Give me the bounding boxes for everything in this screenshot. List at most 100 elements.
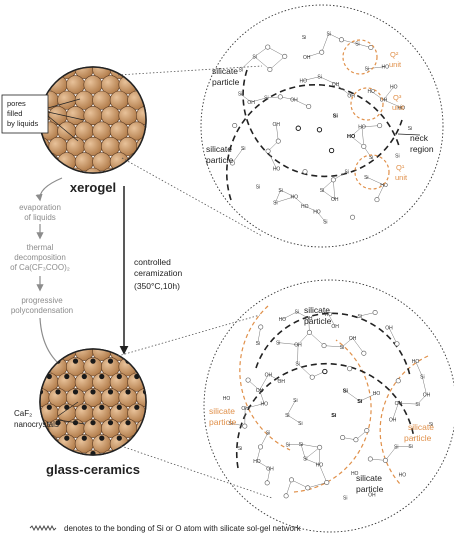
oxygen-atom: [324, 479, 330, 485]
oxygen-atom: [305, 485, 311, 491]
caf2-nanocrystal: [99, 435, 105, 441]
caf2-nanocrystal: [72, 389, 79, 395]
hydroxyl-group: OH: [247, 100, 255, 106]
caf2-nanocrystal: [90, 358, 96, 364]
oxygen-atom: [258, 444, 264, 450]
silicon-atom: Si: [238, 67, 242, 73]
oxygen-atom: [322, 368, 328, 375]
particle-sphere: [40, 434, 59, 454]
hydroxyl-group: OH: [349, 336, 357, 342]
silicon-atom: Si: [295, 361, 299, 367]
caf2-nanocrystal: [125, 420, 131, 426]
hydroxyl-group: OH: [331, 197, 339, 203]
hydroxyl-group: OH: [347, 94, 355, 100]
silicon-atom: Si: [420, 375, 424, 381]
oxygen-atom: [317, 444, 323, 450]
silicon-atom: Si: [278, 188, 282, 194]
caf2-nanocrystal: [55, 420, 61, 426]
svg-text:thermal: thermal: [27, 243, 54, 252]
particle-sphere: [40, 152, 59, 172]
glass-ceramics-zoom-panel: SiHOSiOHSiOHSiHOSiOHSiHOSiHOSiOHSiHOSiOH…: [117, 279, 454, 533]
hydroxyl-group: HO: [347, 134, 356, 140]
oxygen-atom: [368, 44, 374, 50]
caf2-nanocrystal: [107, 389, 114, 395]
hydroxyl-group: HO: [412, 359, 420, 365]
caf2-nanocrystal: [107, 420, 114, 426]
hydroxyl-group: OH: [303, 55, 311, 61]
oxygen-atom: [394, 341, 400, 347]
hydroxyl-group: HO: [373, 391, 381, 397]
caf2-nanocrystal: [116, 404, 122, 410]
svg-text:polycondensation: polycondensation: [11, 306, 73, 315]
caf2-nanocrystal: [81, 435, 87, 441]
silicon-atom: Si: [343, 389, 349, 395]
hydroxyl-group: OH: [389, 417, 397, 423]
oxygen-atom: [232, 122, 238, 128]
oxygen-atom: [367, 456, 373, 462]
silicon-atom: Si: [252, 54, 256, 60]
hydroxyl-group: OH: [266, 467, 274, 473]
oxygen-atom: [302, 169, 308, 175]
silicon-atom: Si: [266, 430, 270, 436]
caf2-nanocrystal: [72, 358, 79, 364]
caf2-nanocrystal: [46, 404, 52, 410]
oxygen-atom: [275, 138, 281, 144]
hydroxyl-group: OH: [241, 406, 249, 412]
silicon-atom: Si: [273, 200, 277, 206]
svg-text:particle: particle: [206, 155, 234, 165]
svg-text:progressive: progressive: [21, 296, 63, 305]
silicon-atom: Si: [256, 184, 260, 190]
oxygen-atom: [361, 350, 367, 356]
caf2-nanocrystal: [99, 373, 105, 380]
hydroxyl-group: HO: [260, 401, 268, 407]
silicon-atom: Si: [303, 457, 307, 463]
silicon-atom: Si: [364, 175, 368, 181]
silicon-atom: Si: [298, 421, 302, 427]
oxygen-atom: [321, 343, 327, 349]
svg-text:silicate: silicate: [212, 66, 238, 76]
caf2-nanocrystal: [64, 435, 70, 441]
silicon-atom: Si: [343, 496, 347, 502]
caf2-nanocrystal: [90, 420, 96, 426]
silicon-atom: Si: [238, 92, 242, 98]
caf2-nanocrystal: [55, 389, 61, 395]
glass-ceramics-label: glass-ceramics: [46, 462, 140, 477]
caf2-nanocrystal: [99, 404, 105, 410]
oxygen-atom: [364, 427, 370, 433]
oxygen-atom: [382, 457, 388, 463]
ceramization-arrow: controlled ceramization (350°C,10h): [119, 186, 182, 355]
silicon-atom: Si: [320, 188, 324, 194]
oxygen-atom: [277, 94, 283, 100]
silicon-atom: Si: [331, 413, 337, 419]
silicon-atom: Si: [293, 398, 297, 404]
oxygen-atom: [395, 378, 401, 384]
caf2-nanocrystal: [116, 435, 122, 441]
svg-text:unit: unit: [389, 60, 402, 69]
svg-text:(350°C,10h): (350°C,10h): [134, 281, 180, 291]
oxygen-atom: [361, 143, 367, 149]
oxygen-atom: [267, 67, 273, 73]
oxygen-atom: [258, 324, 264, 330]
oxygen-atom: [295, 125, 301, 131]
hydroxyl-group: OH: [290, 97, 298, 103]
hydroxyl-group: HO: [381, 64, 389, 70]
silicon-atom: Si: [340, 345, 344, 351]
silicon-atom: Si: [238, 446, 242, 452]
oxygen-atom: [328, 147, 335, 154]
hydroxyl-group: HO: [358, 125, 366, 131]
caf2-nanocrystal: [90, 389, 96, 395]
svg-text:CaF₂: CaF₂: [14, 409, 32, 418]
hydroxyl-group: OH: [385, 325, 393, 331]
silicon-atom: Si: [323, 220, 327, 226]
caf2-nanocrystal: [81, 404, 87, 410]
hydroxyl-group: HO: [398, 105, 406, 111]
svg-text:nanocrystals: nanocrystals: [14, 420, 59, 429]
oxygen-atom: [347, 366, 353, 372]
silicon-atom: Si: [333, 113, 339, 119]
caf2-nanocrystal: [107, 358, 114, 364]
svg-text:particle: particle: [356, 484, 384, 494]
caf2-nanocrystal: [64, 404, 70, 410]
oxygen-atom: [306, 329, 312, 335]
silicon-atom: Si: [228, 421, 232, 427]
